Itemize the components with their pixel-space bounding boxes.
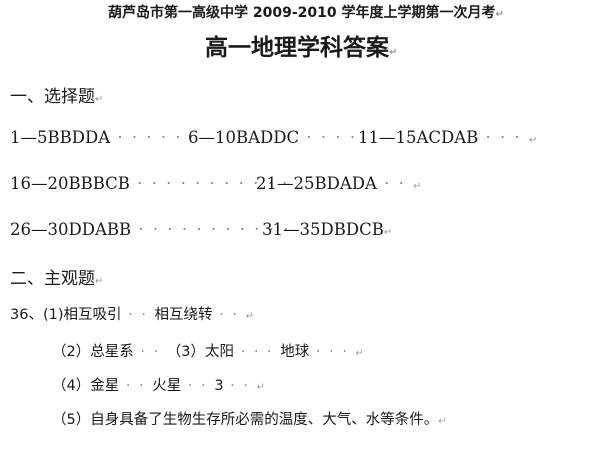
part-label: （4）: [52, 378, 91, 394]
answer-text: 地球: [280, 344, 310, 360]
question-36-part-5: （5）自身具备了生物生存所必需的温度、大气、水等条件。↵: [52, 408, 447, 429]
question-range: 31—35: [262, 220, 321, 239]
paragraph-mark-icon: ↵: [256, 382, 265, 393]
answer-group: 16—20BBBCB · · · · · · · · · · ·: [10, 174, 290, 193]
paragraph-mark-icon: ↵: [389, 47, 398, 58]
answer-row-3: 26—30DDABB · · · · · · · · · · · 31—35DB…: [10, 220, 580, 244]
question-36-part-4: （4）金星 · · 火星 · · 3 · · ↵: [52, 378, 265, 394]
answer-letters: BBDDA: [47, 128, 111, 147]
paragraph-mark-icon: ↵: [438, 416, 447, 427]
question-range: 16—20: [10, 174, 69, 193]
paragraph-mark-icon: ↵: [529, 135, 538, 146]
section2-text: 二、主观题: [10, 269, 95, 289]
answer-text: 总星系: [90, 344, 134, 360]
answer-text: 自身具备了生物生存所必需的温度、大气、水等条件。: [90, 412, 439, 428]
header-text: 葫芦岛市第一高级中学 2009-2010 学年度上学期第一次月考: [108, 5, 496, 21]
question-range: 21—25: [256, 174, 315, 193]
section-heading-choice: 一、选择题↵: [10, 82, 103, 107]
answer-group: 1—5BBDDA · · · · ·: [10, 128, 183, 147]
paragraph-mark-icon: ↵: [95, 276, 104, 287]
part-label: （5）: [52, 412, 91, 428]
section1-text: 一、选择题: [10, 87, 95, 107]
answer-letters: BADDC: [236, 128, 300, 147]
part-label: （2）: [52, 344, 91, 360]
paragraph-mark-icon: ↵: [383, 227, 393, 238]
answer-letters: BDADA: [314, 174, 377, 193]
section-heading-subjective: 二、主观题↵: [10, 264, 103, 289]
answer-letters: DBDCB: [320, 220, 384, 239]
answer-row-2: 16—20BBBCB · · · · · · · · · · · 21—25BD…: [10, 174, 580, 198]
answer-group: 6—10BADDC · · · ·: [188, 128, 358, 147]
exam-header: 葫芦岛市第一高级中学 2009-2010 学年度上学期第一次月考↵: [108, 2, 504, 22]
question-range: 26—30: [10, 220, 69, 239]
question-range: 6—10: [188, 128, 236, 147]
answer-text: 火星: [152, 378, 182, 394]
question-36-part-2-3: （2）总星系 · · （3）太阳 · · · 地球 · · · ↵: [52, 344, 364, 360]
question-number: 36、: [10, 307, 43, 323]
answer-text: 太阳: [205, 344, 235, 360]
paragraph-mark-icon: ↵: [245, 311, 254, 322]
answer-text: 金星: [90, 378, 120, 394]
answer-text: 相互吸引: [63, 307, 122, 323]
paragraph-mark-icon: ↵: [413, 181, 422, 192]
answer-text: 3: [214, 378, 224, 394]
part-label: （3）: [166, 344, 206, 360]
paragraph-mark-icon: ↵: [495, 9, 504, 20]
page-title: 高一地理学科答案↵: [205, 28, 397, 62]
answer-text: 相互绕转: [154, 307, 213, 323]
answer-group: 31—35DBDCB↵: [262, 220, 392, 239]
answer-group: 21—25BDADA · · ↵: [256, 174, 422, 193]
paragraph-mark-icon: ↵: [95, 94, 104, 105]
title-text: 高一地理学科答案: [205, 35, 389, 61]
question-36-part-1: 36、(1)相互吸引 · · 相互绕转 · · ↵: [10, 307, 254, 323]
answer-letters: DDABB: [68, 220, 132, 239]
answer-letters: BBBCB: [68, 174, 130, 193]
question-range: 11—15: [358, 128, 417, 147]
answer-row-1: 1—5BBDDA · · · · · 6—10BADDC · · · · 11—…: [10, 128, 580, 152]
answer-letters: ACDAB: [416, 128, 479, 147]
part-label: (1): [42, 307, 64, 323]
question-range: 1—5: [10, 128, 48, 147]
answer-group: 26—30DDABB · · · · · · · · · · ·: [10, 220, 291, 239]
paragraph-mark-icon: ↵: [355, 348, 364, 359]
answer-group: 11—15ACDAB · · · ↵: [358, 128, 538, 147]
